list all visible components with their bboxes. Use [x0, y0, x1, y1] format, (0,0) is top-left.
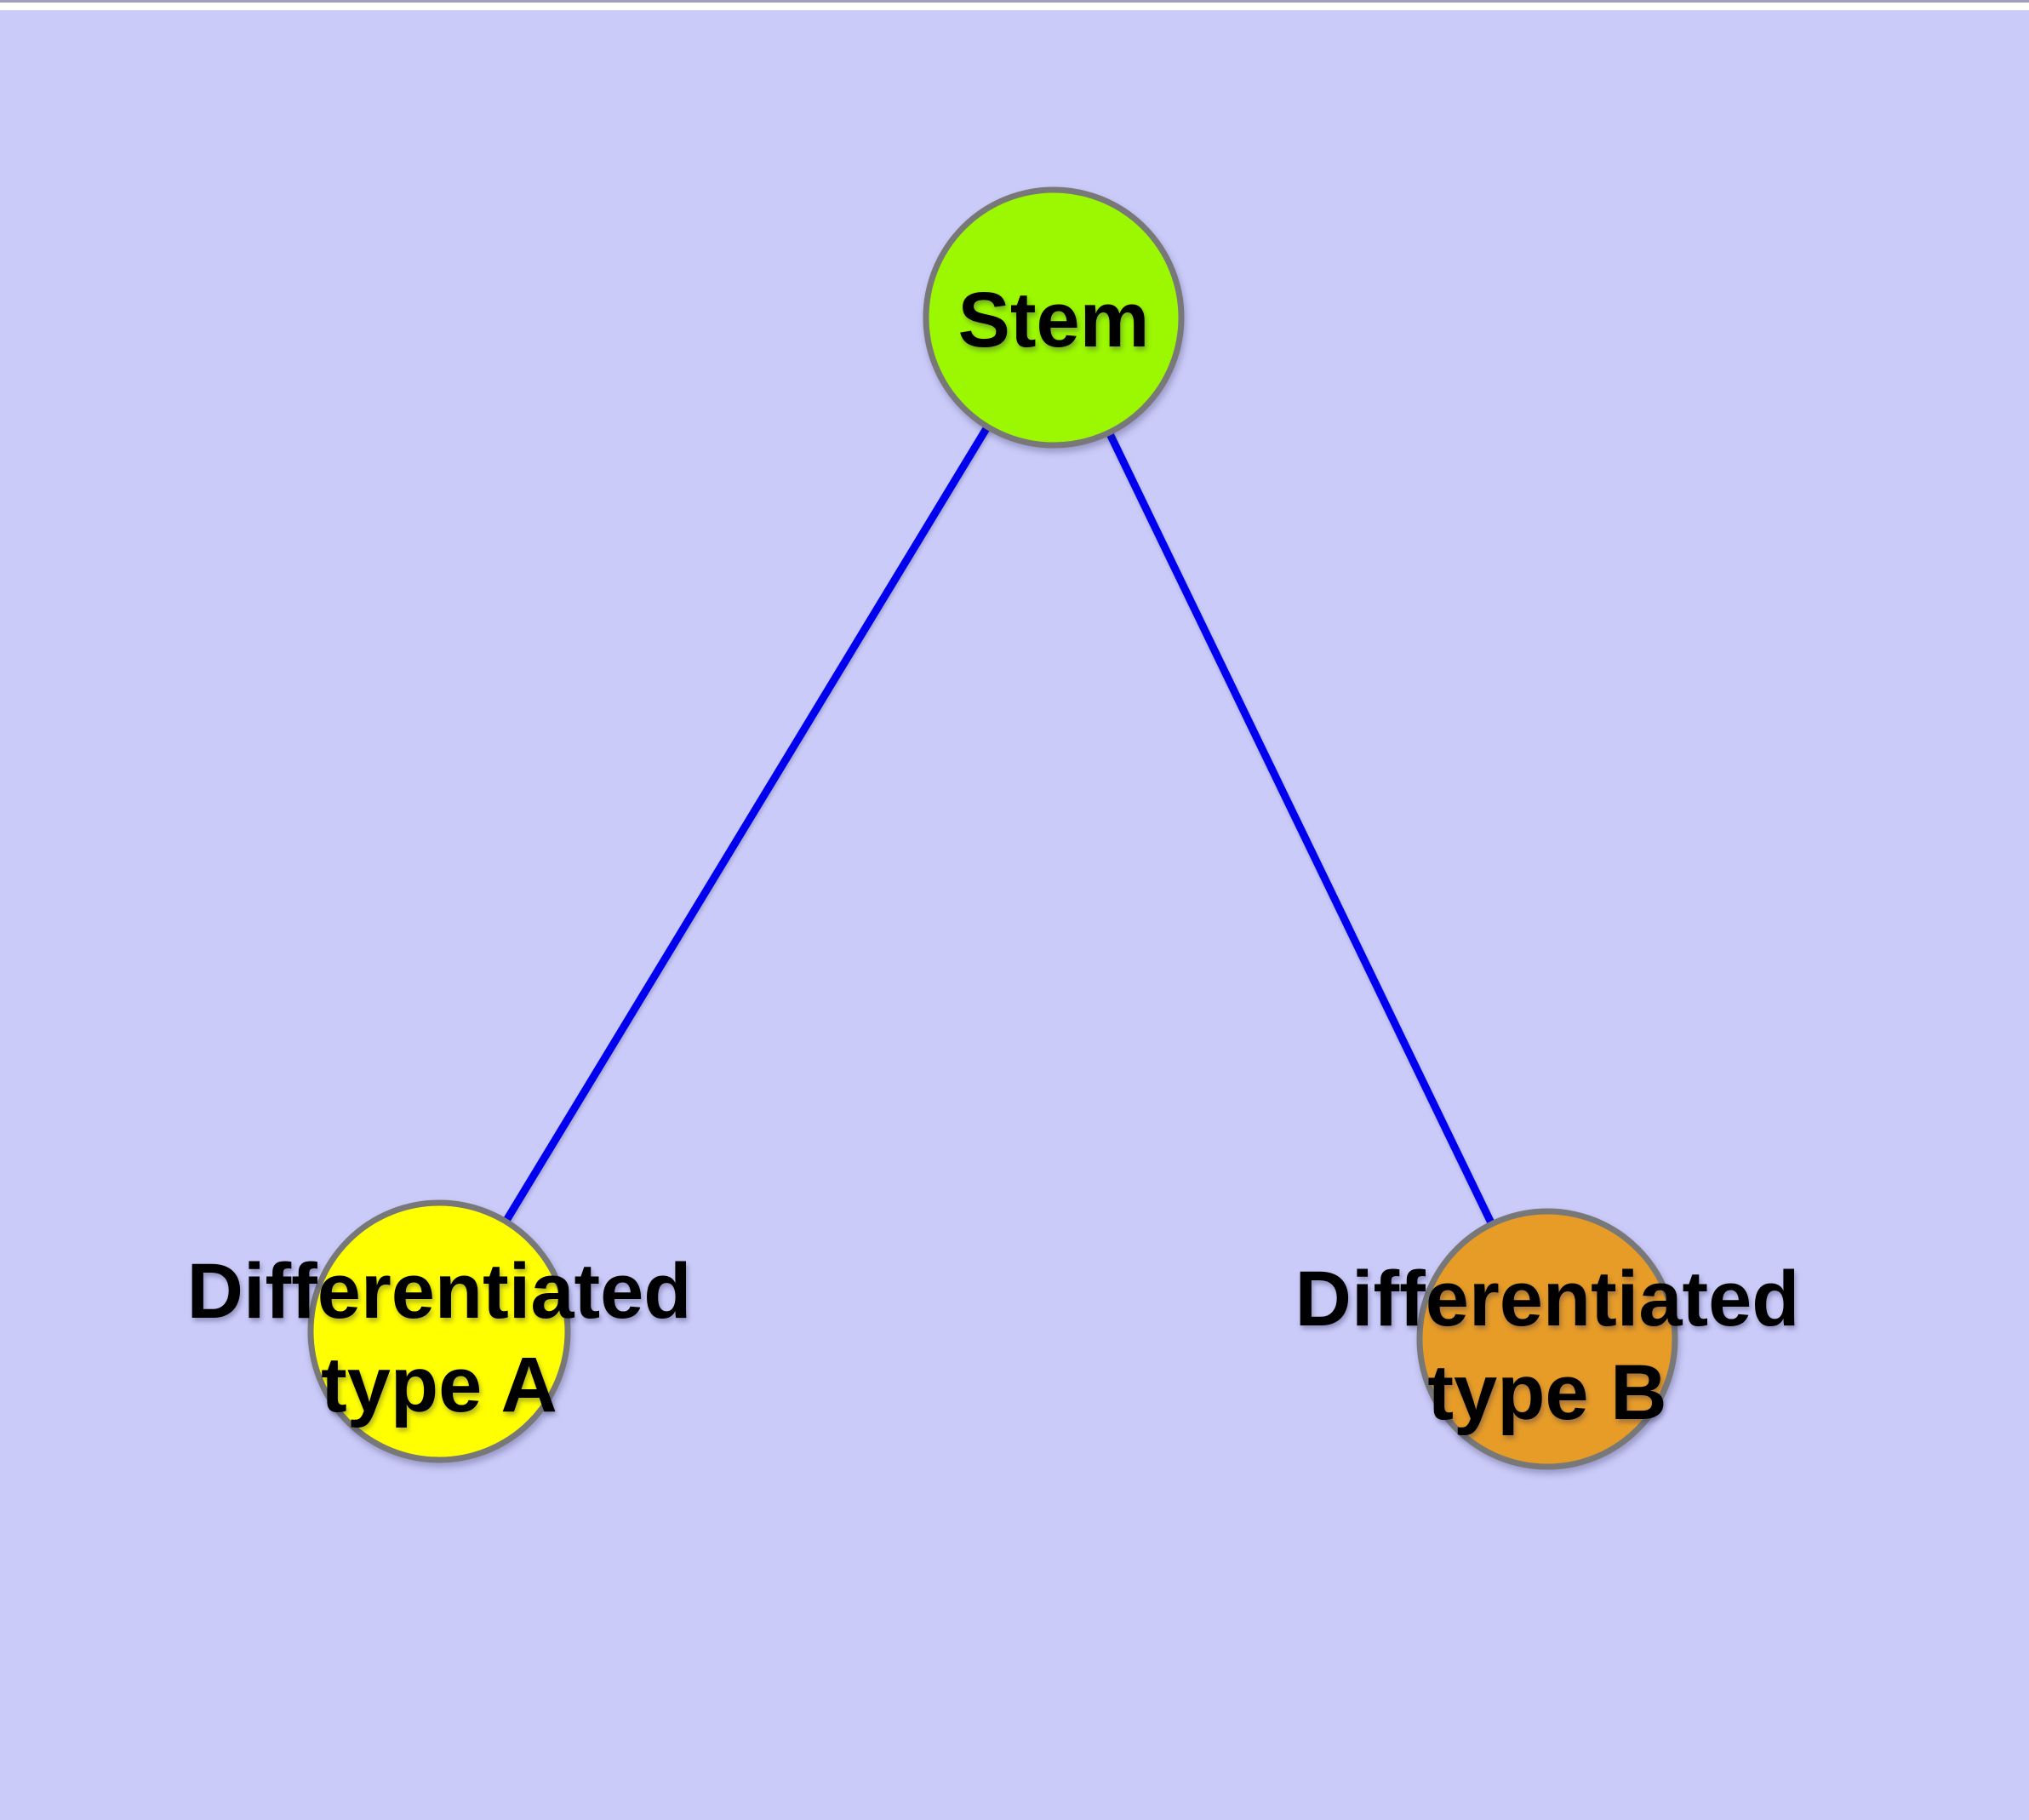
graph-area: Stem Differentiated type A Differentiate…: [0, 10, 2029, 1820]
window-top-white-strip: [0, 3, 2029, 10]
node-differentiated-type-a-label-line2: type A: [321, 1342, 557, 1428]
node-differentiated-type-b-label-line2: type B: [1427, 1349, 1666, 1436]
edge-stem-to-type-a: [436, 315, 1057, 1334]
node-differentiated-type-b-label-line1: Differentiated: [1295, 1256, 1800, 1342]
node-differentiated-type-a-label-line1: Differentiated: [187, 1248, 692, 1335]
node-differentiated-type-a: [307, 1199, 571, 1463]
node-stem: [923, 186, 1185, 449]
node-stem-label: Stem: [958, 277, 1150, 363]
window-top-edge-line: [0, 0, 2029, 3]
edge-stem-to-type-b: [1049, 316, 1552, 1341]
node-differentiated-type-b: [1416, 1208, 1678, 1470]
graph-svg: Stem Differentiated type A Differentiate…: [187, 186, 1800, 1470]
